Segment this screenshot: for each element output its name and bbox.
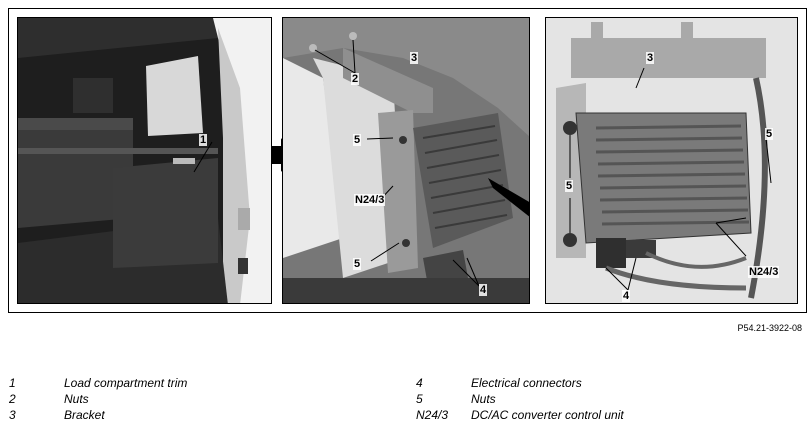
legend-number: 2 bbox=[9, 392, 16, 406]
legend-text: Nuts bbox=[64, 392, 89, 406]
callout-3: 3 bbox=[410, 52, 419, 64]
callout-1: 1 bbox=[199, 134, 208, 146]
callout-3-detail: 3 bbox=[646, 52, 655, 64]
legend-right-column: 4 Electrical connectors 5 Nuts N24/3 DC/… bbox=[416, 376, 796, 424]
callout-4-detail: 4 bbox=[622, 290, 631, 302]
legend-text: Load compartment trim bbox=[64, 376, 188, 390]
photo-load-compartment: 1 bbox=[17, 17, 272, 304]
callout-5-right-detail: 5 bbox=[765, 128, 774, 140]
legend-left-column: 1 Load compartment trim 2 Nuts 3 Bracket bbox=[9, 376, 389, 424]
legend-text: Bracket bbox=[64, 408, 105, 422]
legend-number: 5 bbox=[416, 392, 423, 406]
legend-item: 5 Nuts bbox=[416, 392, 796, 408]
legend-item: 4 Electrical connectors bbox=[416, 376, 796, 392]
legend-text: Electrical connectors bbox=[471, 376, 582, 390]
legend-item: N24/3 DC/AC converter control unit bbox=[416, 408, 796, 424]
legend-item: 2 Nuts bbox=[9, 392, 389, 408]
callout-5-left-detail: 5 bbox=[565, 180, 574, 192]
callout-5-lower: 5 bbox=[353, 258, 362, 270]
legend-item: 1 Load compartment trim bbox=[9, 376, 389, 392]
detail-control-unit: 3 5 5 N24/3 4 bbox=[545, 17, 798, 304]
legend-number: N24/3 bbox=[416, 408, 449, 422]
callout-n24-3-detail: N24/3 bbox=[748, 266, 780, 278]
legend-number: 1 bbox=[9, 376, 16, 390]
legend-number: 4 bbox=[416, 376, 423, 390]
legend-text: Nuts bbox=[471, 392, 496, 406]
load-compartment-illustration bbox=[18, 18, 271, 303]
legend-item: 3 Bracket bbox=[9, 408, 389, 424]
photo-bracket-mounting: 2 3 5 N24/3 5 4 bbox=[282, 17, 530, 304]
legend-text: DC/AC converter control unit bbox=[471, 408, 624, 422]
callout-5-upper: 5 bbox=[353, 134, 362, 146]
control-unit-detail-illustration bbox=[546, 18, 797, 303]
callout-2: 2 bbox=[351, 73, 360, 85]
callout-n24-3: N24/3 bbox=[354, 194, 386, 206]
callout-4: 4 bbox=[479, 284, 488, 296]
bracket-illustration bbox=[283, 18, 529, 303]
figure-reference-code: P54.21-3922-08 bbox=[737, 323, 802, 333]
legend-number: 3 bbox=[9, 408, 16, 422]
